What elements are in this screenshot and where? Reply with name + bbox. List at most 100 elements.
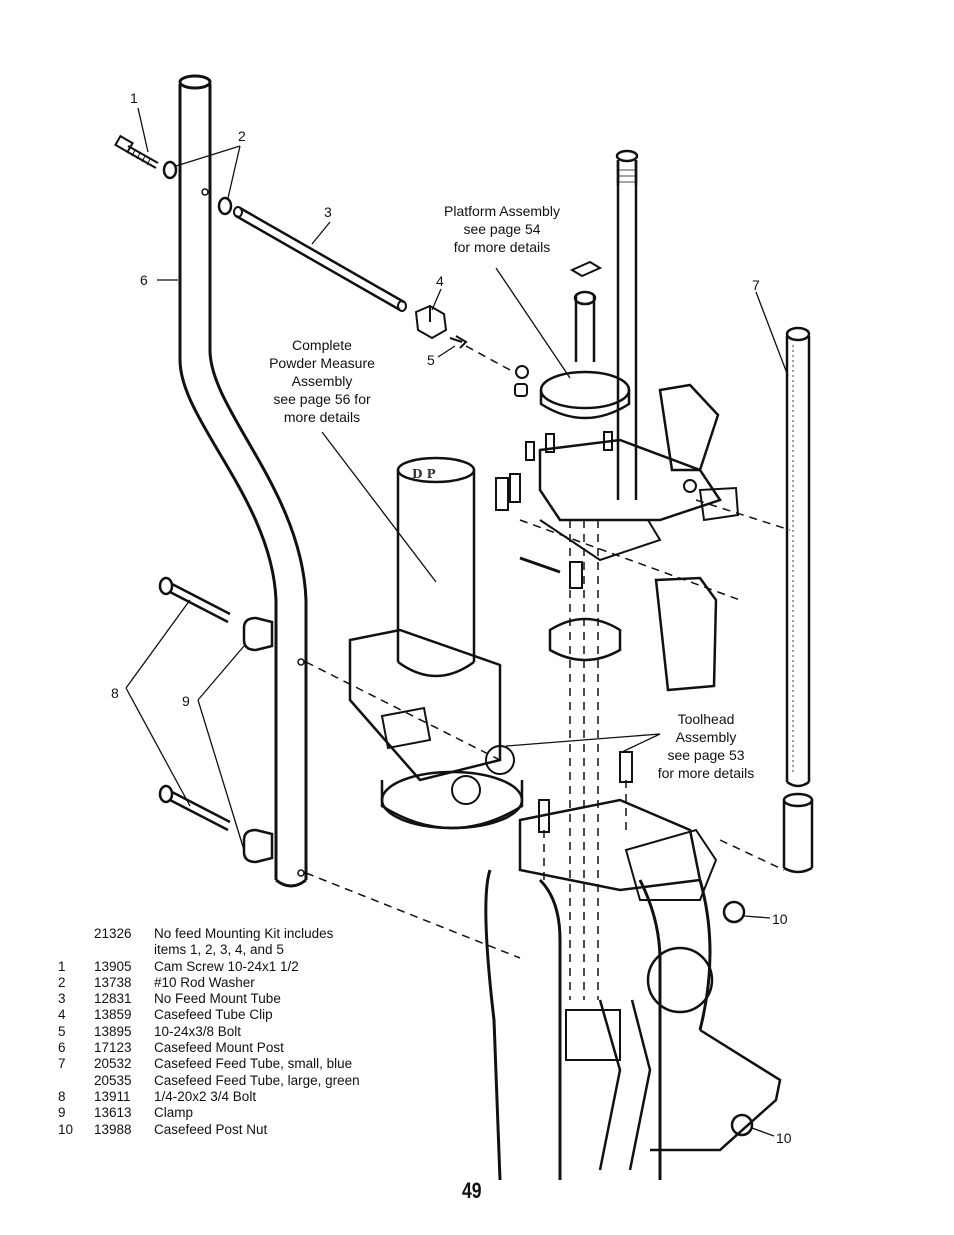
platform-assembly-callout: Platform Assembly see page 54 for more d… (430, 202, 574, 256)
item-number: 2 (58, 974, 66, 990)
clamp (242, 828, 274, 864)
item-number: 5 (58, 1023, 66, 1039)
ram-parts (519, 556, 718, 833)
part-description: 10-24x3/8 Bolt (154, 1023, 242, 1039)
item-number: 9 (58, 1105, 66, 1121)
callout-line: Assembly (675, 729, 737, 745)
item-number: 4 (58, 1007, 66, 1023)
press-frame (484, 798, 782, 1181)
parts-list-row: 10 13988 Casefeed Post Nut (50, 1122, 360, 1138)
item-number (50, 1073, 94, 1089)
parts-list-row: 6 17123 Casefeed Mount Post (50, 1040, 360, 1056)
item-number-2: 2 (238, 128, 246, 144)
item-number: 6 (58, 1040, 66, 1056)
platform-assembly (495, 260, 740, 562)
item-number-7: 7 (752, 277, 760, 293)
item-number: 7 (58, 1056, 66, 1072)
part-number: 13613 (94, 1105, 132, 1121)
callout-line: Powder Measure (269, 355, 375, 371)
parts-list-row: 1 13905 Cam Screw 10-24x1 1/2 (50, 959, 360, 975)
part-description: No Feed Mount Tube (154, 991, 281, 1007)
mount-tube (233, 206, 407, 312)
tube-clip (414, 304, 448, 340)
parts-list-row: 3 12831 No Feed Mount Tube (50, 991, 360, 1007)
part-description: No feed Mounting Kit includes (154, 926, 334, 941)
parts-list-row: 8 13911 1/4-20x2 3/4 Bolt (50, 1089, 360, 1105)
cam-screw (114, 134, 159, 169)
item-number-1: 1 (130, 90, 138, 106)
part-description: Casefeed Tube Clip (154, 1007, 273, 1023)
toolhead-assembly-callout: Toolhead Assembly see page 53 for more d… (648, 710, 764, 782)
mount-post (178, 74, 308, 888)
part-number: 13895 (94, 1023, 132, 1039)
leader-lines (125, 107, 789, 1137)
part-description: Casefeed Feed Tube, large, green (154, 1072, 360, 1088)
part-description: items 1, 2, 3, 4, and 5 (154, 942, 284, 958)
dillon-logo: D P (412, 467, 436, 481)
callout-line: Toolhead (677, 711, 735, 727)
powder-measure-callout: Complete Powder Measure Assembly see pag… (256, 336, 388, 426)
part-number: 13988 (94, 1121, 132, 1137)
part-description: Casefeed Post Nut (154, 1121, 268, 1137)
part-description: #10 Rod Washer (154, 974, 255, 990)
item-number-4: 4 (436, 273, 444, 289)
item-number-9: 9 (182, 693, 190, 709)
part-number: 21326 (94, 926, 132, 941)
part-number: 13859 (94, 1007, 132, 1023)
clamp (242, 616, 274, 652)
parts-list-row: 20535 Casefeed Feed Tube, large, green (50, 1073, 360, 1089)
part-description: Casefeed Mount Post (154, 1040, 284, 1056)
part-number: 20532 (94, 1056, 132, 1072)
callout-line: Platform Assembly (444, 203, 560, 219)
rod-washer (162, 160, 178, 180)
rod-washer (217, 196, 233, 216)
part-number: 20535 (94, 1072, 132, 1088)
parts-list-row: 21326 No feed Mounting Kit includes (50, 926, 360, 942)
item-number-10: 10 (772, 911, 788, 927)
part-number: 12831 (94, 991, 132, 1007)
callout-line: for more details (657, 765, 755, 781)
part-number: 13911 (94, 1088, 131, 1104)
parts-list-row: items 1, 2, 3, 4, and 5 (50, 942, 360, 958)
item-number: 3 (58, 991, 66, 1007)
item-number: 8 (58, 1088, 66, 1104)
parts-list-row: 9 13613 Clamp (50, 1105, 360, 1121)
callout-line: Complete (292, 337, 352, 353)
casefeed-feed-tube (782, 326, 814, 874)
callout-line: see page 53 (667, 747, 745, 763)
parts-list-row: 7 20532 Casefeed Feed Tube, small, blue (50, 1056, 360, 1072)
part-number: 17123 (94, 1040, 132, 1056)
alignment-lines (305, 499, 791, 1000)
item-number: 10 (58, 1121, 74, 1137)
callout-line: see page 56 for (273, 391, 371, 407)
part-description: Casefeed Feed Tube, small, blue (154, 1056, 353, 1072)
item-number-5: 5 (427, 352, 435, 368)
item-number-10: 10 (776, 1130, 792, 1146)
part-number (94, 942, 154, 958)
item-number-3: 3 (324, 204, 332, 220)
parts-list-row: 5 13895 10-24x3/8 Bolt (50, 1024, 360, 1040)
callout-line: for more details (453, 239, 551, 255)
parts-list-row: 2 13738 #10 Rod Washer (50, 975, 360, 991)
part-description: Cam Screw 10-24x1 1/2 (154, 958, 299, 974)
page-number: 49 (462, 1178, 482, 1203)
callout-line: see page 54 (463, 221, 541, 237)
item-number (50, 942, 94, 958)
part-number: 13738 (94, 974, 132, 990)
parts-list-row: 4 13859 Casefeed Tube Clip (50, 1007, 360, 1023)
callout-line: more details (283, 409, 361, 425)
item-number: 1 (58, 958, 66, 974)
callout-line: Assembly (291, 373, 353, 389)
item-number (50, 926, 94, 942)
item-number-6: 6 (140, 272, 148, 288)
item-number-8: 8 (111, 685, 119, 701)
powder-measure (348, 456, 524, 830)
ram-rod (615, 149, 639, 500)
mounting-bolt (158, 576, 231, 832)
part-description: Clamp (154, 1105, 194, 1121)
part-number: 13905 (94, 958, 132, 974)
part-description: 1/4-20x2 3/4 Bolt (154, 1088, 257, 1104)
small-bolt (449, 335, 468, 349)
